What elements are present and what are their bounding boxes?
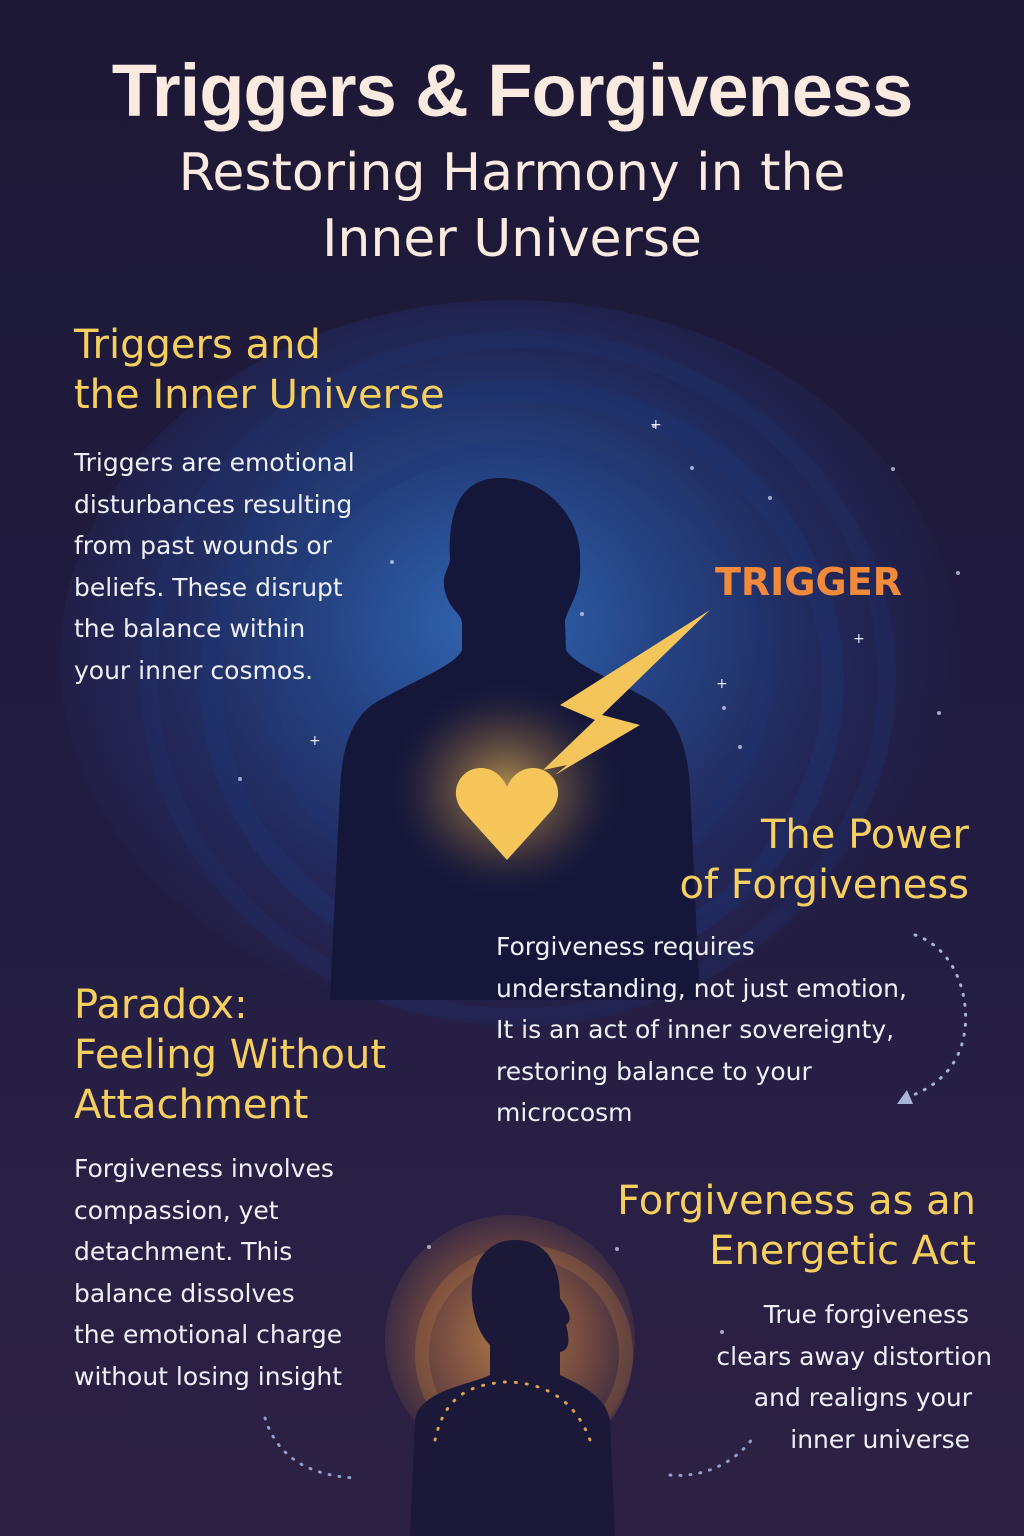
subtitle-line: Inner Universe [322,209,702,269]
sparkle-icon: + [853,631,865,647]
section-heading-energetic-act: Forgiveness as an Energetic Act [617,1176,976,1276]
star-icon [238,777,242,781]
body-line: balance dissolves [74,1278,295,1308]
body-line: the emotional charge [74,1320,343,1349]
body-line: compassion, yet [74,1195,279,1225]
body-line: understanding, not just emotion, [496,973,907,1003]
heading-line: Feeling Without [74,1032,387,1078]
heading-line: of Forgiveness [679,862,970,908]
star-icon [615,1247,619,1251]
section-body-triggers: Triggers are emotional disturbances resu… [74,442,355,691]
body-line: inner universe [790,1424,970,1454]
section-body-energetic-act: True forgiveness clears away distortion … [716,1294,992,1460]
page-subtitle: Restoring Harmony in the Inner Universe [0,140,1024,272]
heading-line: the Inner Universe [74,372,445,418]
star-icon [937,711,941,715]
body-line: restoring balance to your [496,1056,812,1086]
subtitle-line: Restoring Harmony in the [178,143,846,203]
star-icon [956,571,960,575]
body-line: Forgiveness requires [496,932,755,961]
star-icon [738,745,742,749]
section-heading-paradox: Paradox: Feeling Without Attachment [74,980,386,1130]
star-icon [652,424,656,428]
sparkle-icon: + [716,676,728,692]
star-icon [580,612,584,616]
sparkle-icon: + [650,417,662,433]
heading-line: Attachment [74,1082,309,1128]
heading-line: Triggers and [74,322,321,368]
section-body-power-of-forgiveness: Forgiveness requires understanding, not … [496,926,907,1134]
star-icon [427,1245,431,1249]
body-line: Triggers are emotional [74,448,355,477]
trigger-label: TRIGGER [715,560,902,604]
body-line: without losing insight [74,1361,343,1391]
body-line: True forgiveness [763,1300,969,1329]
star-icon [891,467,895,471]
heading-line: Paradox: [74,982,248,1028]
star-icon [722,706,726,710]
body-line: clears away distortion [716,1341,992,1371]
star-icon [690,466,694,470]
star-icon [768,496,772,500]
page-title: Triggers & Forgiveness [111,49,914,132]
body-line: and realigns your [753,1383,972,1412]
body-line: from past wounds or [74,531,332,560]
star-icon [390,560,394,564]
section-body-paradox: Forgiveness involves compassion, yet det… [74,1148,342,1397]
body-line: It is an act of inner sovereignty, [496,1015,895,1044]
star-icon [432,405,436,409]
section-heading-triggers: Triggers and the Inner Universe [74,320,445,420]
body-line: your inner cosmos. [74,655,314,685]
heading-line: Forgiveness as an [617,1178,976,1224]
body-line: Forgiveness involves [74,1154,334,1183]
body-line: beliefs. These disrupt [74,572,343,602]
body-line: the balance within [74,614,306,643]
heading-line: The Power [760,812,969,858]
body-line: microcosm [496,1098,633,1127]
section-heading-power-of-forgiveness: The Power of Forgiveness [680,810,970,910]
body-line: disturbances resulting [74,489,353,519]
sparkle-icon: + [309,733,321,749]
star-icon [720,1330,724,1334]
body-line: detachment. This [74,1237,293,1266]
heart-icon [455,767,559,860]
heading-line: Energetic Act [709,1228,976,1274]
